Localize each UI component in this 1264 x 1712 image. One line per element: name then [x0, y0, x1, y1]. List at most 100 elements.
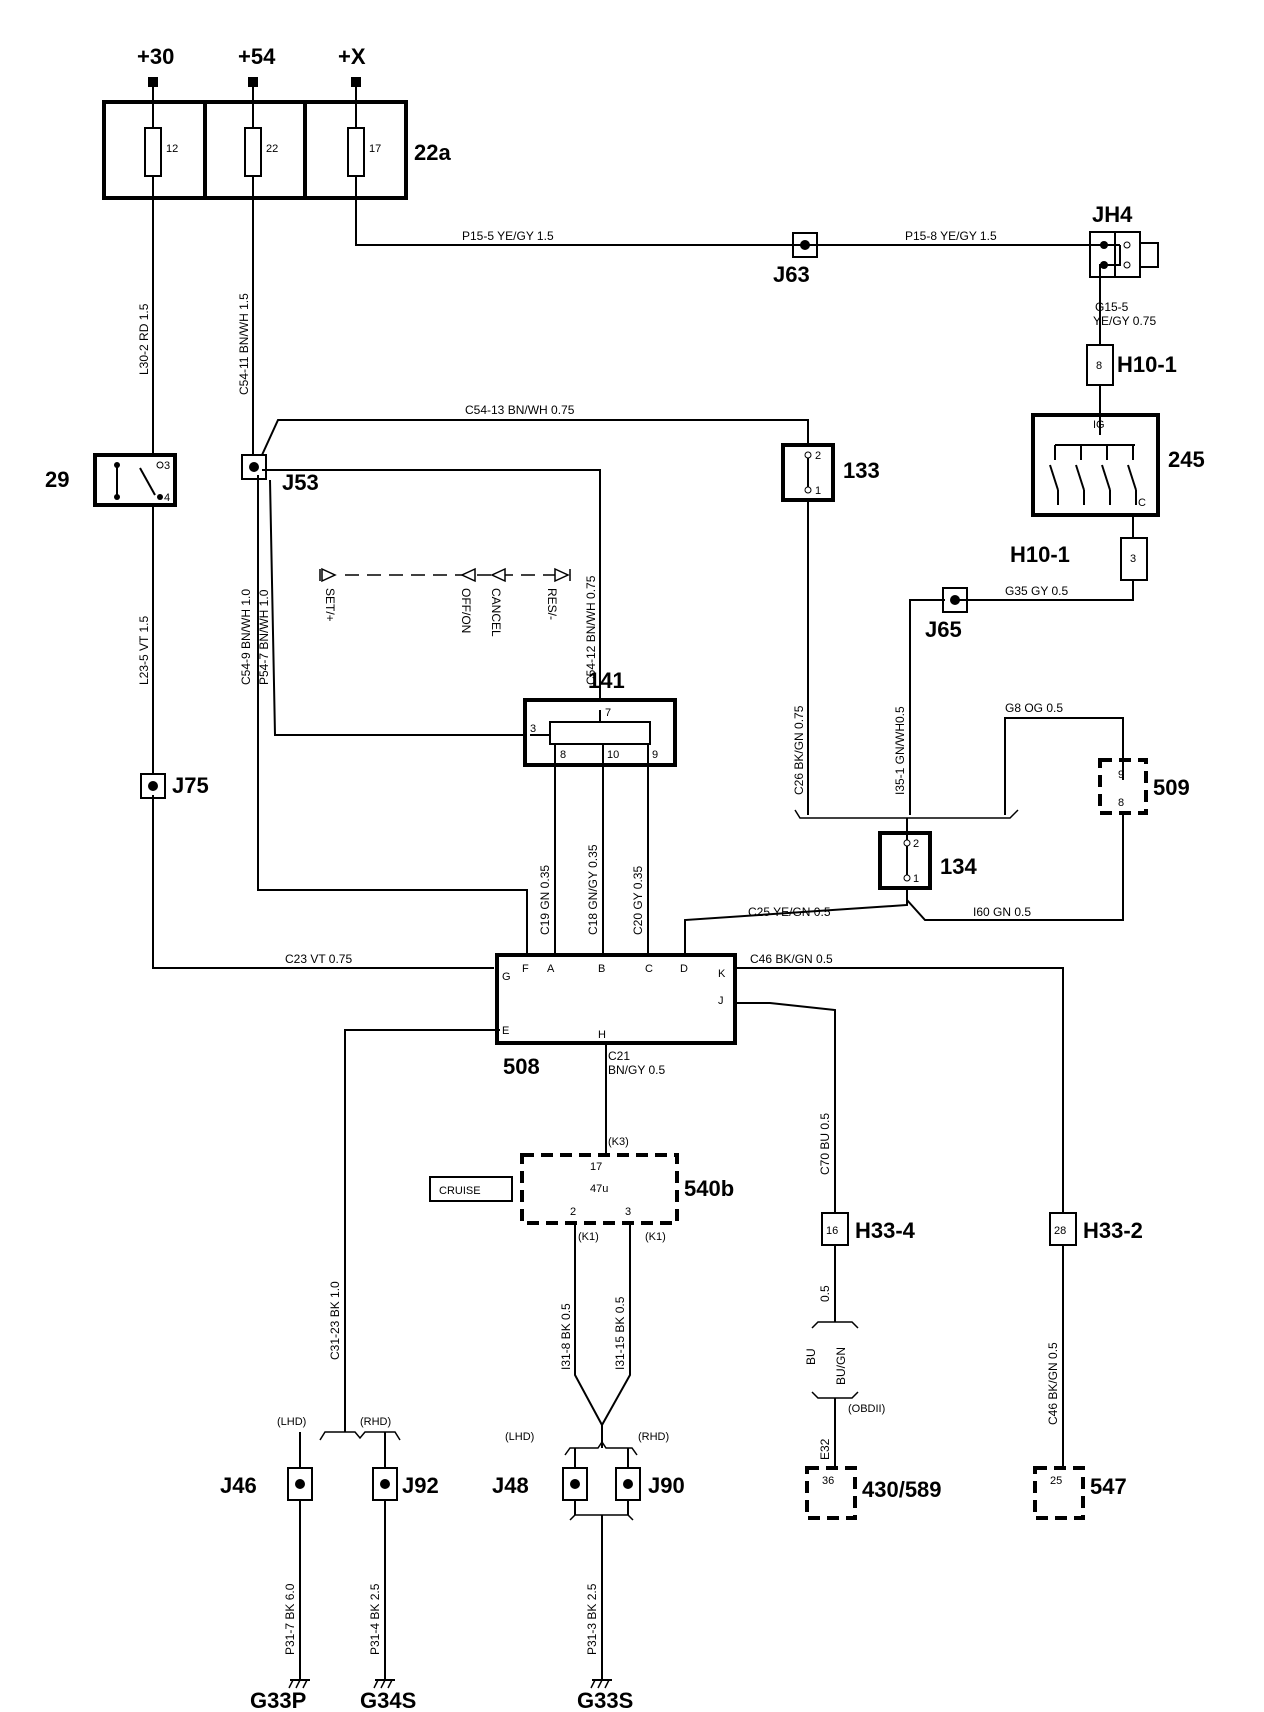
component-508: G F A B C D K J E H 508 [495, 953, 737, 1079]
label-54: +54 [238, 44, 276, 69]
ground-g33s: G33S [577, 1679, 633, 1712]
ground-g34s-label: G34S [360, 1688, 416, 1712]
wire-g15-5-color: YE/GY 0.75 [1093, 314, 1156, 328]
wire-c26: C26 BK/GN 0.75 [792, 705, 806, 795]
wire-c20: C20 GY 0.35 [631, 866, 645, 935]
c508-pin-d: D [680, 963, 688, 975]
wire-i60: I60 GN 0.5 [973, 905, 1031, 919]
c509-pin-8: 8 [1118, 797, 1124, 809]
component-245-label: 245 [1168, 447, 1205, 472]
c508-pin-f: F [522, 963, 529, 975]
wire-i31-15: I31-15 BK 0.5 [613, 1296, 627, 1370]
jh4-label: JH4 [1092, 202, 1133, 227]
ground-g34s: G34S [360, 1679, 416, 1712]
splice-j48: J48 [492, 1467, 588, 1501]
lhd-label-left: (LHD) [277, 1416, 306, 1428]
wire-0-5: 0.5 [818, 1285, 832, 1302]
terminal-x [351, 77, 361, 87]
wire-i31-8: I31-8 BK 0.5 [559, 1303, 573, 1370]
c134-pin-2: 2 [913, 838, 919, 850]
wire-c46-lower: C46 BK/GN 0.5 [1046, 1342, 1060, 1425]
splice-j65: J65 [925, 587, 968, 642]
ground-g33s-label: G33S [577, 1688, 633, 1712]
wire-labels: P15-5 YE/GY 1.5 P15-8 YE/GY 1.5 L30-2 RD… [137, 229, 1156, 1655]
c540b-k3: (K3) [608, 1136, 629, 1148]
wire-c21: C21 [608, 1049, 630, 1063]
cruise-box [429, 1176, 513, 1202]
component-29-label: 29 [45, 467, 69, 492]
rhd-label-left: (RHD) [360, 1416, 391, 1428]
lhd-rhd-labels: (LHD) (RHD) (LHD) (RHD) [277, 1416, 669, 1443]
wire-p31-3: P31-3 BK 2.5 [585, 1583, 599, 1655]
pin-c: C [1138, 497, 1146, 509]
c547-pin-25: 25 [1050, 1475, 1062, 1487]
h10-pin-8: 8 [1096, 360, 1102, 372]
splice-j92: J92 [372, 1467, 439, 1501]
j92-label: J92 [402, 1473, 439, 1498]
splice-j63: J63 [773, 232, 818, 287]
c508-pin-e: E [502, 1025, 509, 1037]
component-430-589: 36 430/589 (OBDII) [805, 1403, 942, 1520]
terminal-54 [248, 77, 258, 87]
switch-res-label: RES/- [545, 588, 559, 620]
c508-pin-g: G [502, 971, 511, 983]
j75-label: J75 [172, 773, 209, 798]
c508-pin-j: J [718, 995, 724, 1007]
splices: J63 J53 J65 J75 J46 J92 [140, 232, 968, 1501]
j46-label: J46 [220, 1473, 257, 1498]
c141-pin-8: 8 [560, 749, 566, 761]
c508-pin-h: H [598, 1029, 606, 1041]
component-133: 2 1 133 [781, 443, 880, 502]
j65-label: J65 [925, 617, 962, 642]
terminal-30 [148, 77, 158, 87]
label-30: +30 [137, 44, 174, 69]
fuse-12 [144, 127, 162, 177]
c540b-k1-left: (K1) [578, 1231, 599, 1243]
j53-label: J53 [282, 470, 319, 495]
h33-2-pin-28: 28 [1054, 1225, 1066, 1237]
wire-c19: C19 GN 0.35 [538, 865, 552, 935]
fusebox-label: 22a [414, 140, 451, 165]
splice-j75: J75 [140, 773, 209, 799]
component-141-label: 141 [588, 668, 625, 693]
c540b-k1-right: (K1) [645, 1231, 666, 1243]
grounds: G33P G34S G33S [250, 1679, 633, 1712]
j90-label: J90 [648, 1473, 685, 1498]
c29-pin-3: 3 [164, 460, 170, 472]
component-540b: 17 47u 2 3 (K3) (K1) (K1) 540b CRUISE [429, 1136, 734, 1243]
h10-pin-3: 3 [1130, 553, 1136, 565]
wire-e32: E32 [818, 1438, 832, 1460]
component-141: 7 3 8 10 9 141 [523, 668, 677, 767]
wire-c18: C18 GN/GY 0.35 [586, 844, 600, 935]
lhd-label-right: (LHD) [505, 1431, 534, 1443]
wire-p15-8: P15-8 YE/GY 1.5 [905, 229, 997, 243]
c508-pin-k: K [718, 968, 726, 980]
c540b-pin-3: 3 [625, 1206, 631, 1218]
cruise-label: CRUISE [439, 1185, 481, 1197]
c133-pin-1: 1 [815, 485, 821, 497]
rhd-label-right: (RHD) [638, 1431, 669, 1443]
c141-pin-7: 7 [605, 707, 611, 719]
fuse-22-label: 22 [266, 143, 278, 155]
fuse-22 [244, 127, 262, 177]
wire-g35: G35 GY 0.5 [1005, 584, 1068, 598]
wire-c54-13: C54-13 BN/WH 0.75 [465, 403, 575, 417]
h10-1-upper-label: H10-1 [1117, 352, 1177, 377]
ground-g33p-label: G33P [250, 1688, 306, 1712]
wire-c23: C23 VT 0.75 [285, 952, 352, 966]
h10-1-lower-label: H10-1 [1010, 542, 1070, 567]
splice-j90: J90 [615, 1467, 685, 1501]
c508-pin-b: B [598, 963, 605, 975]
c540b-pin-17: 17 [590, 1161, 602, 1173]
c540b-47u: 47u [590, 1183, 608, 1195]
connector-h10-1-lower: 3 H10-1 [1010, 537, 1148, 581]
label-x: +X [338, 44, 366, 69]
wire-bu: BU [804, 1348, 818, 1365]
wire-g8: G8 OG 0.5 [1005, 701, 1063, 715]
wire-bu-gn: BU/GN [834, 1347, 848, 1385]
switch-set-label: SET/+ [323, 588, 337, 622]
ground-g33p: G33P [250, 1679, 310, 1712]
c430-pin-36: 36 [822, 1475, 834, 1487]
c133-pin-2: 2 [815, 450, 821, 462]
